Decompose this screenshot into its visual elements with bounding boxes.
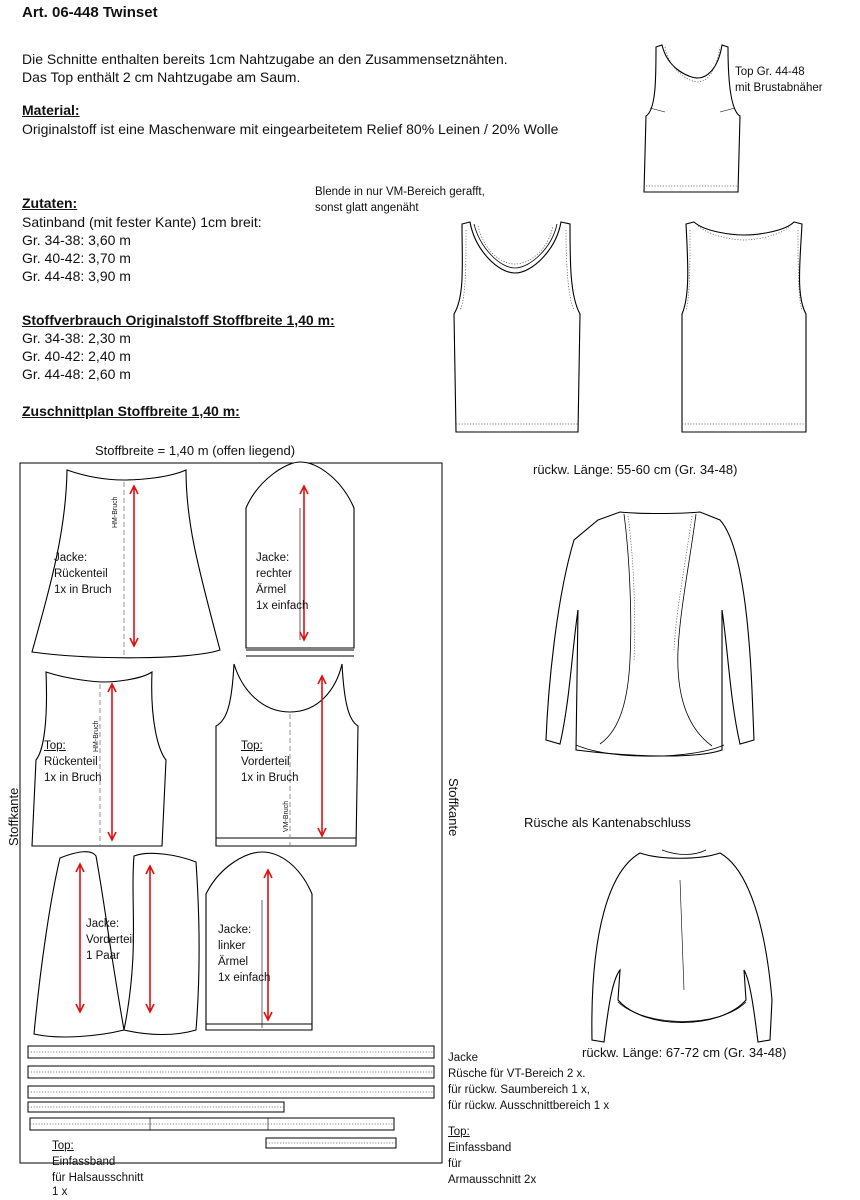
label-jacke-ruesche: für rückw. Saumbereich 1 x, bbox=[448, 1084, 590, 1096]
label-jacke-rechter-aermel: Ärmel bbox=[256, 584, 287, 596]
einfassband-strips bbox=[29, 1117, 397, 1149]
material-text: Originalstoff ist eine Maschenware mit e… bbox=[22, 121, 559, 137]
label-jacke-linker-aermel: Ärmel bbox=[218, 956, 249, 968]
label-top-arm: Armausschnitt 2x bbox=[448, 1174, 537, 1186]
intro-line-1: Die Schnitte enthalten bereits 1cm Nahtz… bbox=[22, 51, 508, 67]
document-title: Art. 06-448 Twinset bbox=[22, 4, 158, 21]
hm-bruch-label: HM-Bruch bbox=[112, 496, 119, 528]
piece-top-rueckenteil bbox=[31, 670, 167, 847]
zutaten-line: Gr. 34-38: 3,60 m bbox=[22, 232, 131, 248]
label-top-rueckenteil: Top: bbox=[44, 740, 66, 752]
ruesche-note: Rüsche als Kantenabschluss bbox=[524, 815, 691, 830]
label-top-rueckenteil: Rückenteil bbox=[44, 756, 98, 768]
blende-note: Blende in nur VM-Bereich gerafft, bbox=[315, 186, 485, 198]
label-jacke-rechter-aermel: 1x einfach bbox=[256, 600, 309, 612]
stoffverbrauch-line: Gr. 40-42: 2,40 m bbox=[22, 348, 131, 364]
label-jacke-ruesche: Rüsche für VT-Bereich 2 x. bbox=[448, 1068, 586, 1080]
hm-bruch-label-top: HM-Bruch bbox=[93, 720, 100, 752]
vm-bruch-label: VM-Bruch bbox=[283, 800, 290, 832]
material-heading: Material: bbox=[22, 102, 80, 118]
label-top-vorderteil: Top: bbox=[241, 740, 263, 752]
top-size-label: mit Brustabnäher bbox=[735, 82, 823, 94]
laenge-top-label: rückw. Länge: 55-60 cm (Gr. 34-48) bbox=[533, 462, 738, 477]
label-top-hals: Einfassband bbox=[52, 1156, 116, 1168]
zutaten-line: Gr. 44-48: 3,90 m bbox=[22, 268, 131, 284]
label-top-arm: für bbox=[448, 1158, 462, 1170]
label-jacke-vorderteil: Vorderteil bbox=[86, 934, 135, 946]
piece-jacke-vorderteil-right bbox=[123, 852, 200, 1035]
label-jacke-linker-aermel: 1x einfach bbox=[218, 972, 271, 984]
label-jacke-linker-aermel: Jacke: bbox=[218, 924, 252, 936]
label-jacke-rechter-aermel: rechter bbox=[256, 568, 292, 580]
stoffkante-left: Stoffkante bbox=[6, 787, 21, 846]
label-jacke-ruesche: für rückw. Ausschnittbereich 1 x bbox=[448, 1100, 610, 1112]
label-jacke-vorderteil: Jacke: bbox=[86, 918, 120, 930]
label-top-arm: Einfassband bbox=[448, 1142, 512, 1154]
label-top-hals: für Halsausschnitt bbox=[52, 1172, 144, 1184]
ruesche-strips bbox=[27, 1045, 435, 1113]
stoffbreite-label: Stoffbreite = 1,40 m (offen liegend) bbox=[95, 443, 296, 458]
stoffverbrauch-heading: Stoffverbrauch Originalstoff Stoffbreite… bbox=[22, 312, 335, 328]
label-top-vorderteil: 1x in Bruch bbox=[241, 772, 299, 784]
stoffkante-right: Stoffkante bbox=[446, 778, 461, 837]
label-jacke-rueckenteil: Jacke: bbox=[54, 552, 88, 564]
fabric-outline bbox=[19, 462, 443, 1164]
intro-line-2: Das Top enthält 2 cm Nahtzugabe am Saum. bbox=[22, 69, 301, 85]
piece-jacke-linker-aermel bbox=[205, 851, 313, 1031]
laenge-jacke-label: rückw. Länge: 67-72 cm (Gr. 34-48) bbox=[582, 1045, 787, 1060]
label-top-arm: Top: bbox=[448, 1126, 470, 1138]
label-top-rueckenteil: 1x in Bruch bbox=[44, 772, 102, 784]
label-top-hals: 1 x bbox=[52, 1186, 68, 1198]
piece-jacke-rueckenteil bbox=[31, 469, 221, 659]
label-jacke-linker-aermel: linker bbox=[218, 940, 246, 952]
zutaten-line: Satinband (mit fester Kante) 1cm breit: bbox=[22, 214, 262, 230]
stoffverbrauch-line: Gr. 44-48: 2,60 m bbox=[22, 366, 131, 382]
label-jacke-rueckenteil: Rückenteil bbox=[54, 568, 108, 580]
blende-note: sonst glatt angenäht bbox=[315, 202, 419, 214]
stoffverbrauch-line: Gr. 34-38: 2,30 m bbox=[22, 330, 131, 346]
label-jacke-rueckenteil: 1x in Bruch bbox=[54, 584, 112, 596]
label-top-vorderteil: Vorderteil bbox=[241, 756, 290, 768]
zuschnitt-heading: Zuschnittplan Stoffbreite 1,40 m: bbox=[22, 403, 240, 419]
label-jacke-vorderteil: 1 Paar bbox=[86, 950, 120, 962]
zutaten-line: Gr. 40-42: 3,70 m bbox=[22, 250, 131, 266]
zutaten-heading: Zutaten: bbox=[22, 195, 78, 211]
label-jacke-ruesche: Jacke bbox=[448, 1052, 479, 1064]
label-jacke-rechter-aermel: Jacke: bbox=[256, 552, 290, 564]
label-top-hals: Top: bbox=[52, 1140, 74, 1152]
top-size-label: Top Gr. 44-48 bbox=[735, 66, 805, 78]
